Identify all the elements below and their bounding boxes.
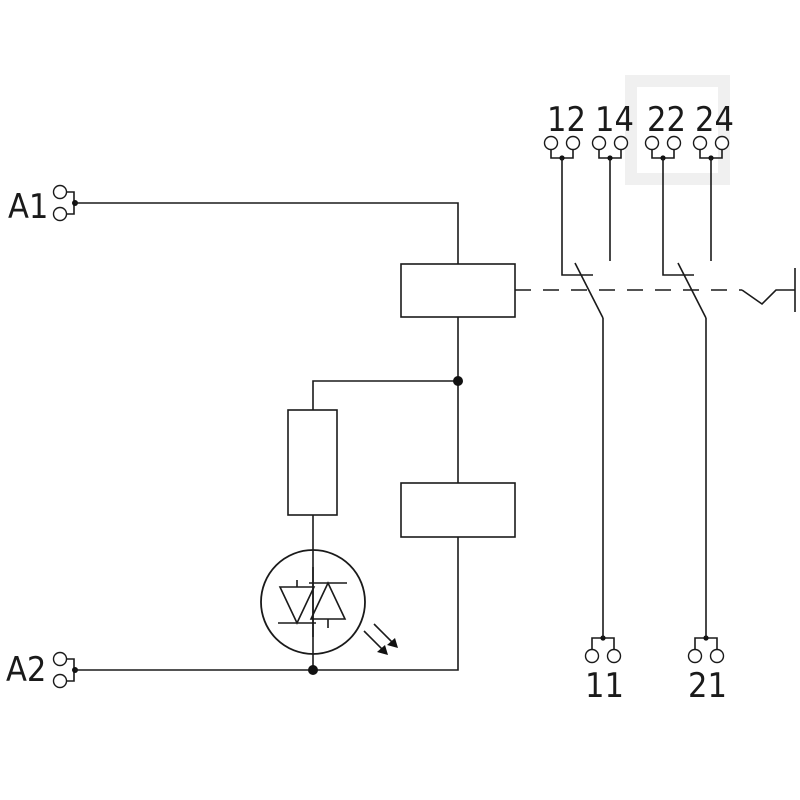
terminal-22 <box>644 135 682 161</box>
terminal-label-a2: A2 <box>6 650 46 690</box>
series-resistor <box>287 409 338 516</box>
contact-set-2 <box>662 158 712 638</box>
terminal-14 <box>591 135 629 161</box>
terminal-21 <box>687 635 725 664</box>
terminal-12 <box>543 135 581 161</box>
terminal-label-12: 12 <box>547 100 586 140</box>
terminal-a2 <box>52 651 78 689</box>
terminal-label-22: 22 <box>647 100 686 140</box>
terminal-label-14: 14 <box>595 100 634 140</box>
light-emission-arrows <box>363 623 398 655</box>
terminal-label-21: 21 <box>688 666 727 706</box>
terminal-a1 <box>52 184 78 222</box>
mechanical-linkage <box>515 268 796 312</box>
suppression-module <box>400 482 516 538</box>
coil-wiring <box>75 202 463 675</box>
terminal-11 <box>584 635 622 664</box>
terminal-label-24: 24 <box>695 100 734 140</box>
relay-coil <box>400 263 516 318</box>
terminal-label-a1: A1 <box>8 187 48 227</box>
contact-set-1 <box>561 158 611 638</box>
led-indicator <box>260 549 366 655</box>
terminal-label-11: 11 <box>585 666 624 706</box>
